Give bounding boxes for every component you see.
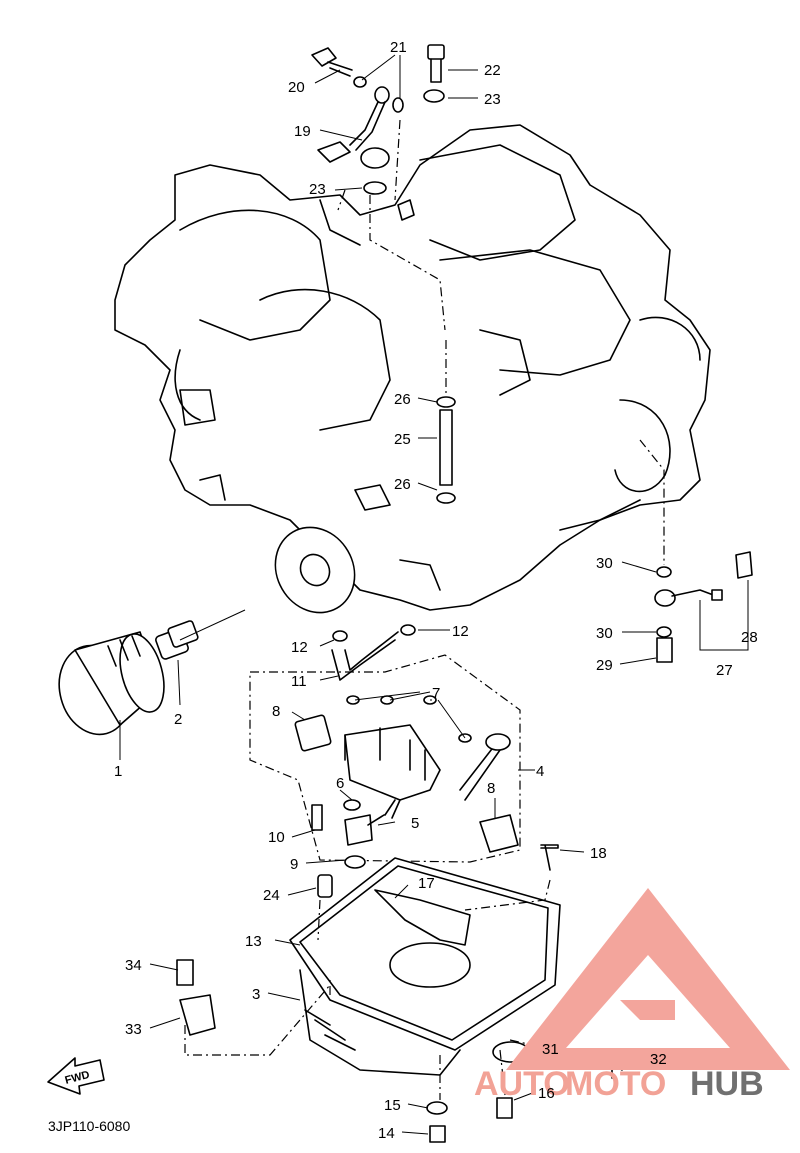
label-34: 34 xyxy=(125,957,142,974)
label-20: 20 xyxy=(288,79,305,96)
union-bolt xyxy=(155,620,199,660)
label-6: 6 xyxy=(336,775,344,792)
label-12b: 12 xyxy=(452,623,469,640)
label-8a: 8 xyxy=(272,703,280,720)
label-19: 19 xyxy=(294,123,311,140)
label-22: 22 xyxy=(484,62,501,79)
label-31: 31 xyxy=(542,1041,559,1058)
watermark-logo: AUTO MOTO HUB xyxy=(474,888,790,1103)
label-5: 5 xyxy=(411,815,419,832)
label-8b: 8 xyxy=(487,780,495,797)
label-14: 14 xyxy=(378,1125,395,1142)
label-15: 15 xyxy=(384,1097,401,1114)
label-23a: 23 xyxy=(484,91,501,108)
label-29: 29 xyxy=(596,657,613,674)
top-dash-lines xyxy=(337,119,446,331)
label-1: 1 xyxy=(114,763,122,780)
oil-delivery-pipe-top xyxy=(311,44,445,221)
label-28: 28 xyxy=(741,629,758,646)
part-labels: 1 2 3 4 5 6 7 8 8 9 10 11 12 12 13 14 15… xyxy=(114,39,758,1142)
engine-crankcase xyxy=(114,124,711,611)
label-10: 10 xyxy=(268,829,285,846)
oil-hose-11 xyxy=(331,624,416,681)
label-4: 4 xyxy=(536,763,544,780)
watermark-part-moto: MOTO xyxy=(565,1065,666,1103)
label-12a: 12 xyxy=(291,639,308,656)
watermark-part-auto: AUTO xyxy=(474,1065,570,1103)
label-2: 2 xyxy=(174,711,182,728)
label-18: 18 xyxy=(590,845,607,862)
drawing-code: 3JP110-6080 xyxy=(48,1118,130,1134)
oil-pump-assembly xyxy=(249,654,521,869)
label-23b: 23 xyxy=(309,181,326,198)
oil-filter xyxy=(58,631,165,736)
label-7: 7 xyxy=(432,685,440,702)
label-30b: 30 xyxy=(596,625,613,642)
filter-mount xyxy=(274,526,356,614)
label-24: 24 xyxy=(263,887,280,904)
label-17: 17 xyxy=(418,875,435,892)
watermark-part-hub: HUB xyxy=(690,1065,764,1103)
label-21: 21 xyxy=(390,39,407,56)
label-3: 3 xyxy=(252,986,260,1003)
label-11: 11 xyxy=(291,673,307,690)
label-25: 25 xyxy=(394,431,411,448)
label-32: 32 xyxy=(650,1051,667,1068)
label-27: 27 xyxy=(716,662,733,679)
label-9: 9 xyxy=(290,856,298,873)
label-33: 33 xyxy=(125,1021,142,1038)
forward-arrow: FWD xyxy=(47,1057,105,1095)
label-26b: 26 xyxy=(394,476,411,493)
label-26a: 26 xyxy=(394,391,411,408)
leader-lines xyxy=(119,54,657,1135)
label-30a: 30 xyxy=(596,555,613,572)
oil-pipe-25 xyxy=(436,340,456,504)
label-16: 16 xyxy=(538,1085,555,1102)
oil-level-switch xyxy=(639,439,753,663)
oil-pan xyxy=(176,844,623,1143)
label-13: 13 xyxy=(245,933,262,950)
